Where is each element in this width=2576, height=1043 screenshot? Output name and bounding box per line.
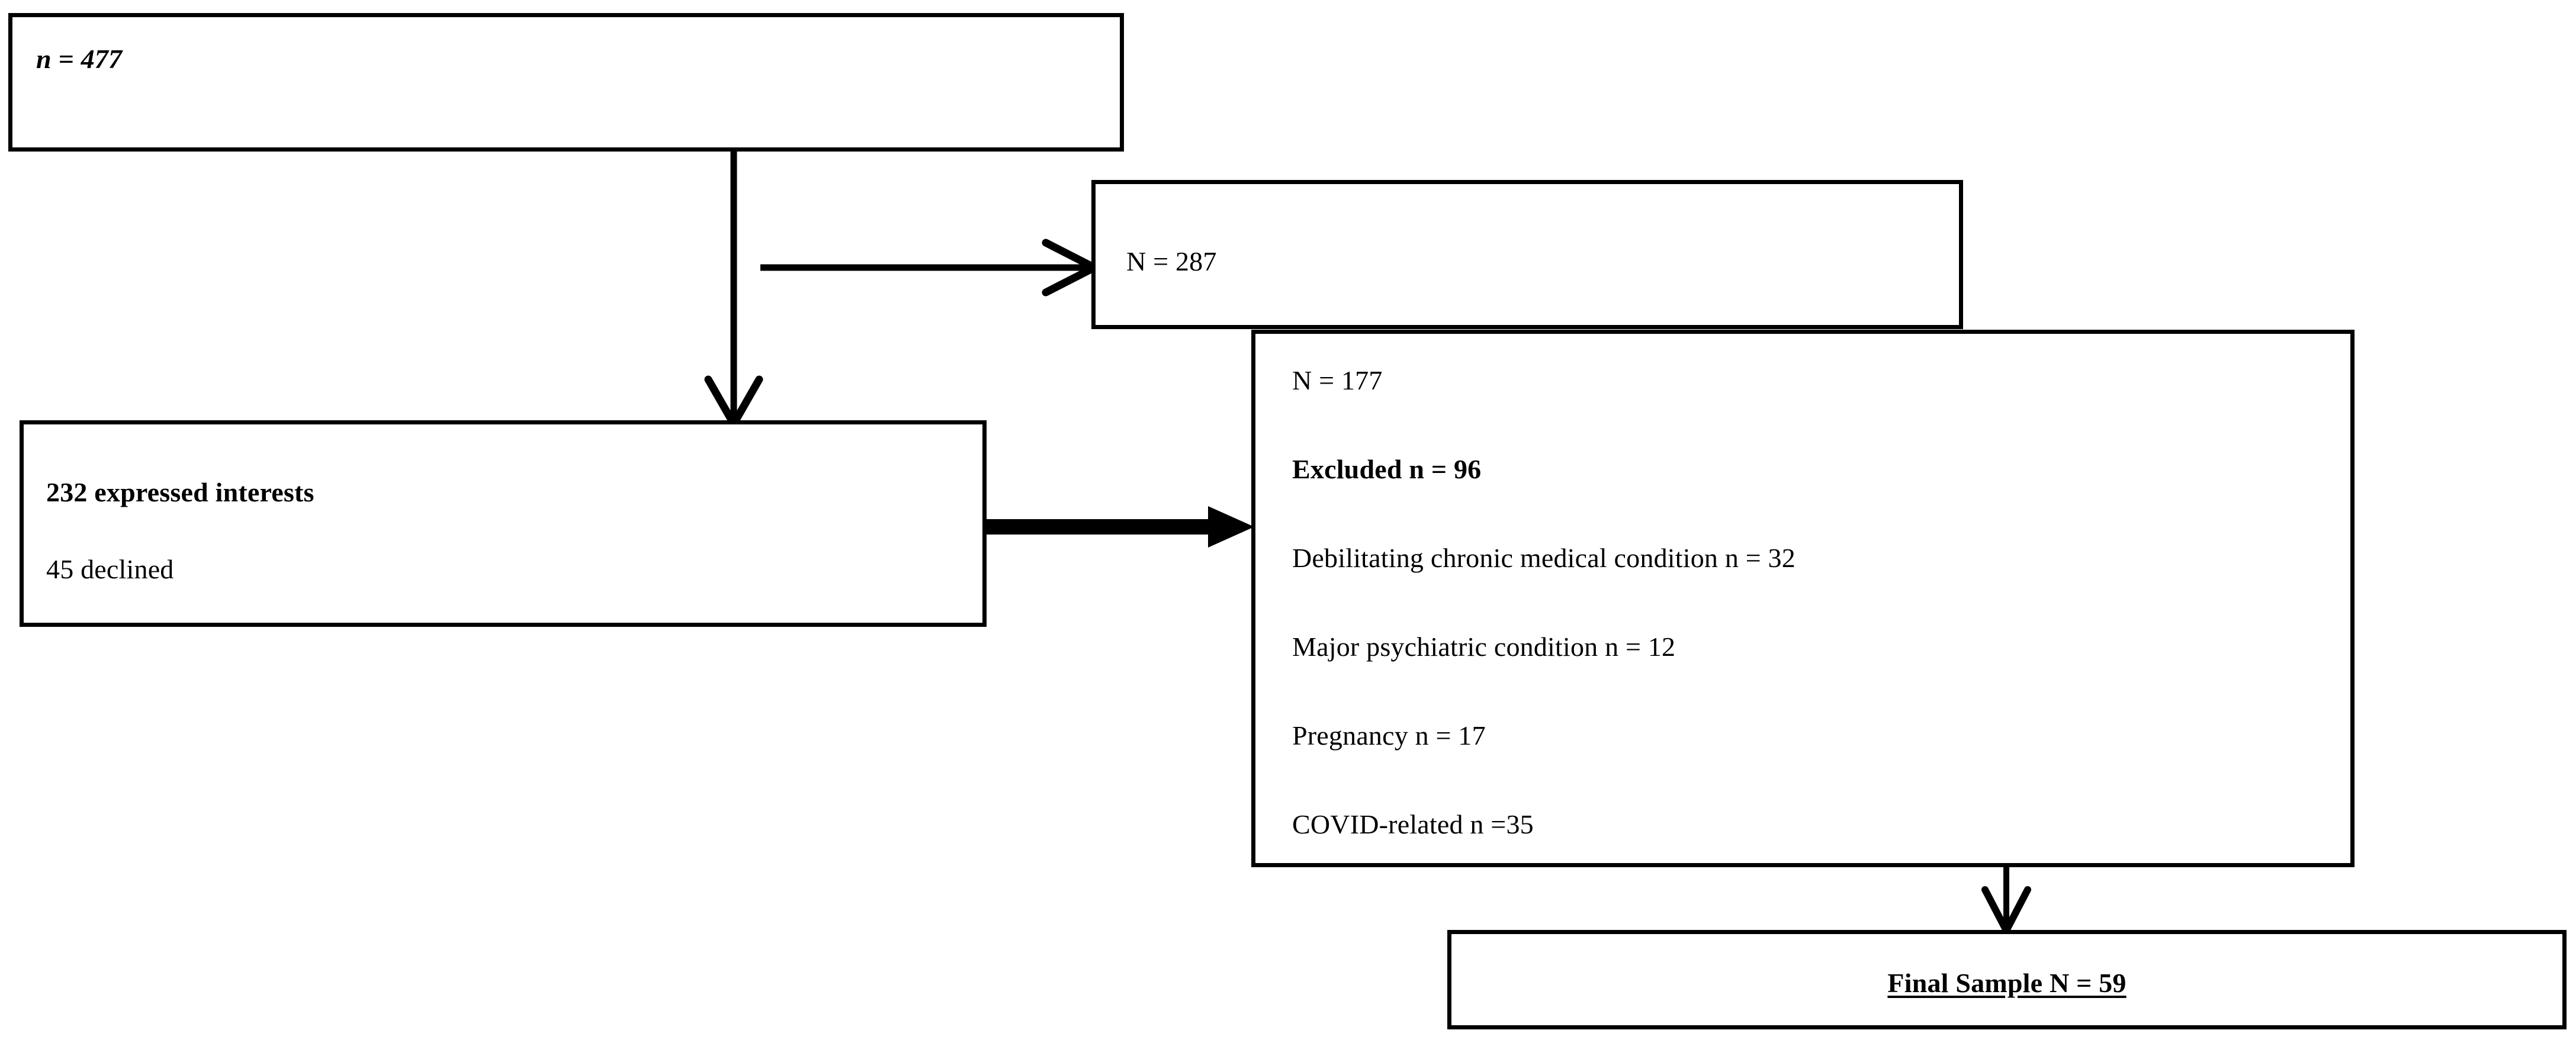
declined-label: 45 declined: [46, 554, 174, 584]
box-screened: n = 477: [8, 13, 1124, 152]
arrow-excluded-to-final: [1981, 864, 2031, 938]
excluded-reason-covid: COVID-related n =35: [1292, 809, 1534, 839]
expressed-interest-label: 232 expressed interests: [46, 477, 314, 507]
arrow-interest-to-excluded: [983, 506, 1254, 548]
excluded-reason-pregnancy: Pregnancy n = 17: [1292, 720, 1486, 751]
arrow-screened-to-interest: [704, 151, 763, 432]
final-sample-label: Final Sample N = 59: [1887, 968, 2127, 998]
box-expressed-interest: 232 expressed interests 45 declined: [20, 420, 987, 627]
arrow-screened-to-contacted: [760, 239, 1103, 297]
excluded-total-label: N = 177: [1292, 365, 1383, 395]
box-excluded: N = 177 Excluded n = 96 Debilitating chr…: [1251, 330, 2355, 867]
excluded-reason-psychiatric: Major psychiatric condition n = 12: [1292, 632, 1676, 662]
box-contacted: N = 287: [1091, 180, 1963, 329]
excluded-heading-label: Excluded n = 96: [1292, 454, 1482, 484]
excluded-reason-chronic-medical: Debilitating chronic medical condition n…: [1292, 543, 1796, 573]
box-final-sample: Final Sample N = 59: [1447, 930, 2567, 1029]
contacted-count-label: N = 287: [1126, 246, 1217, 276]
screened-count-label: n = 477: [36, 44, 123, 74]
